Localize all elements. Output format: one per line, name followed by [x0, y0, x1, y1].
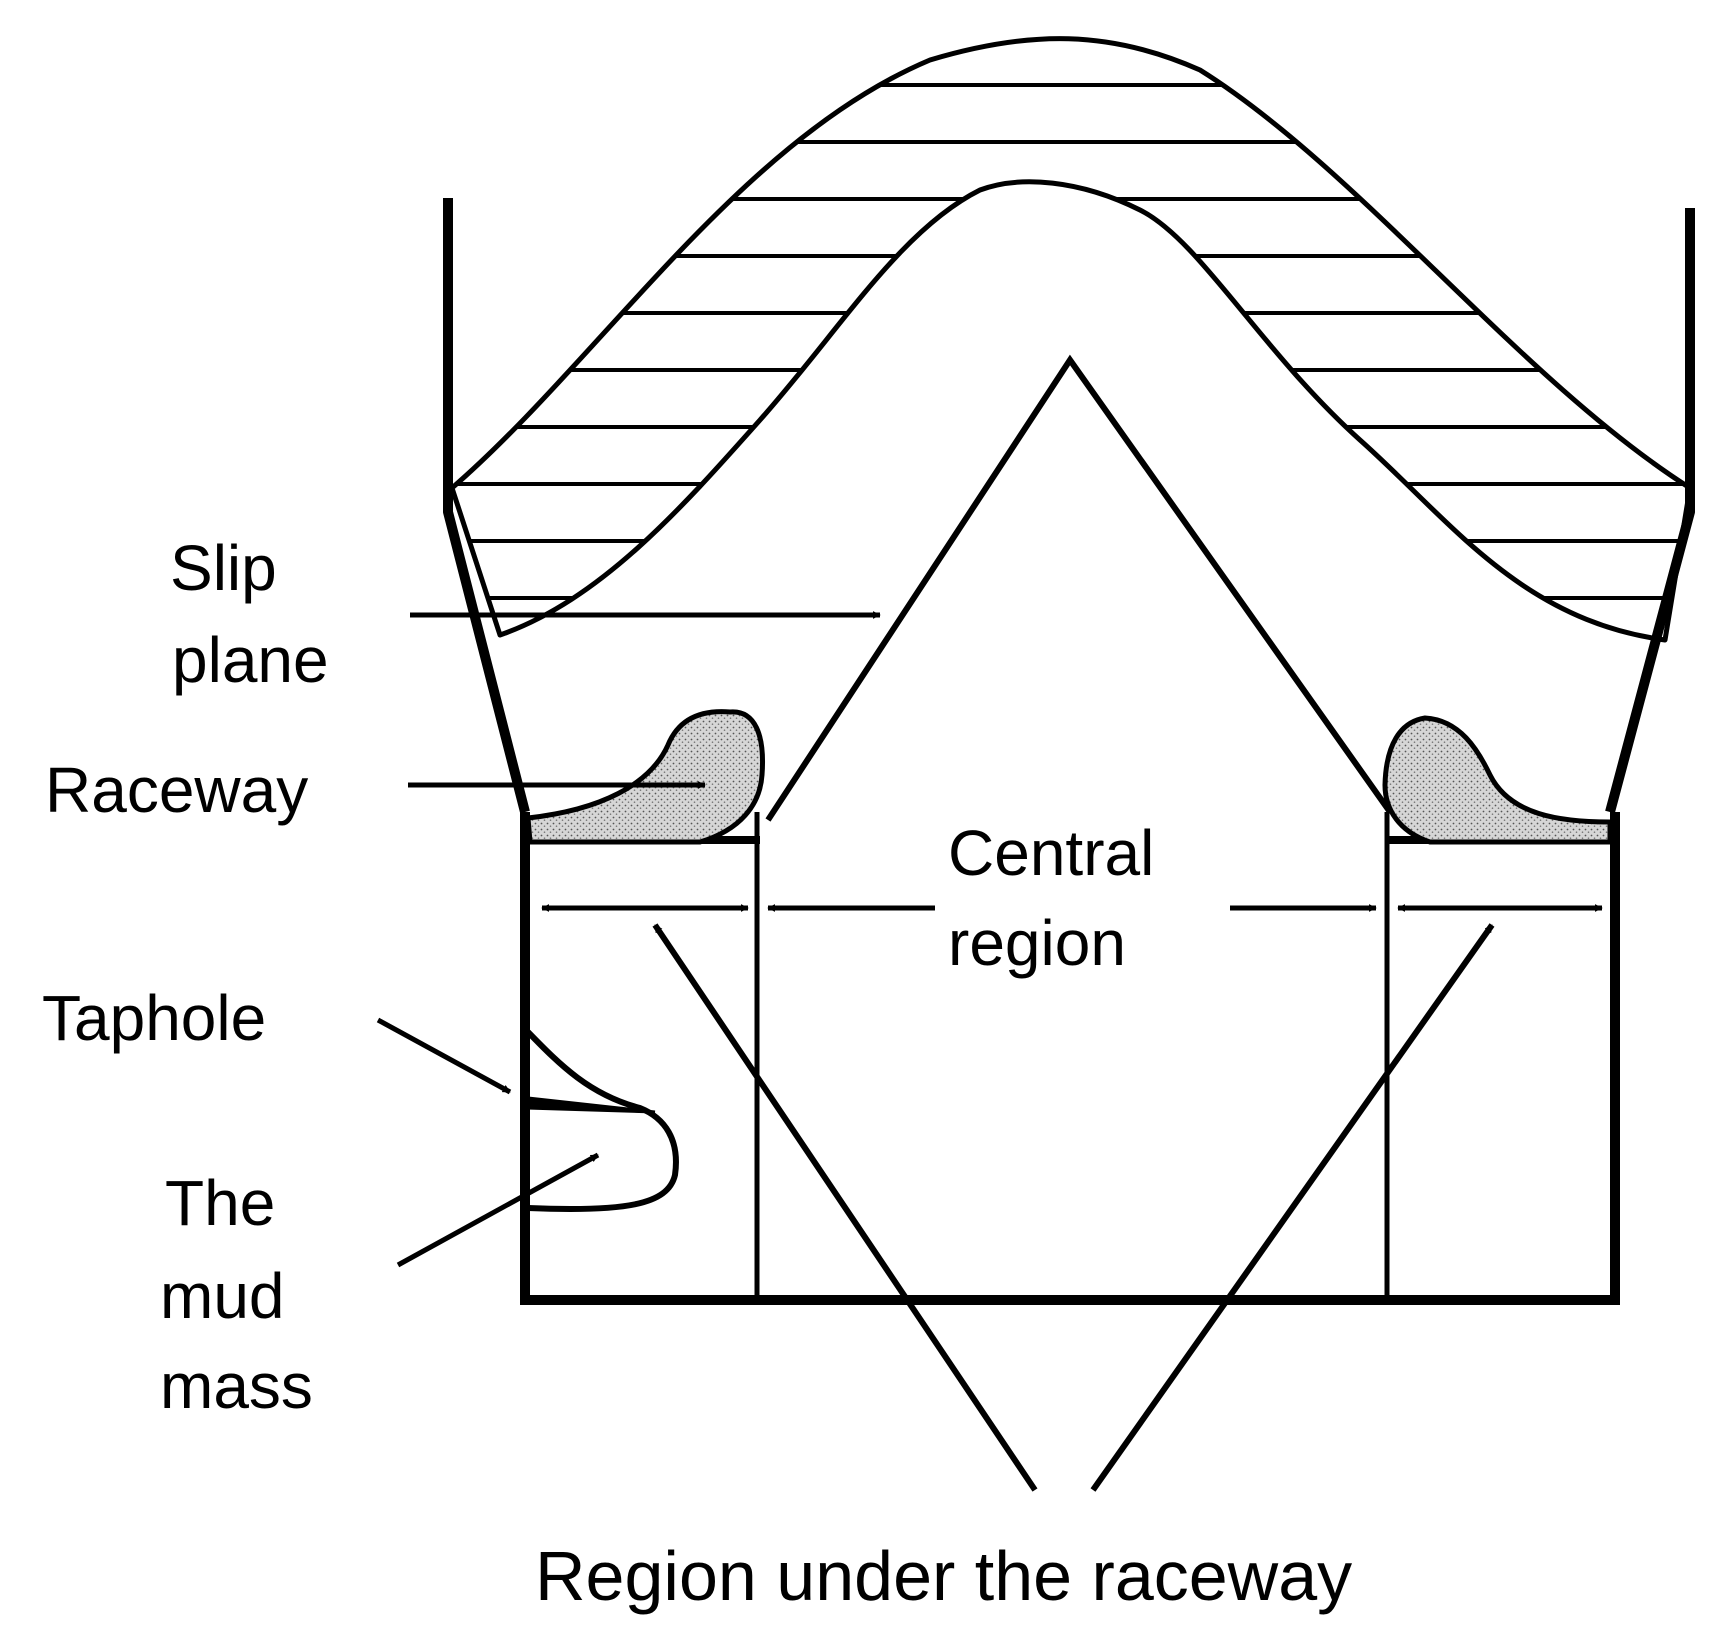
- furnace-wall-left: [443, 198, 530, 814]
- arrow-under-raceway-right: [1090, 923, 1495, 1492]
- hearth-outline: [520, 812, 1620, 1305]
- cohesive-zone-band: [449, 36, 1693, 643]
- arrow-taphole: [376, 1017, 512, 1095]
- raceway-left: [525, 709, 766, 845]
- raceway-right: [1382, 715, 1613, 845]
- deadman-cone: [765, 354, 1393, 822]
- label-raceway: Raceway: [45, 754, 308, 826]
- label-mud-3: mass: [160, 1350, 313, 1422]
- label-taphole: Taphole: [42, 982, 266, 1054]
- label-central-2: region: [948, 907, 1126, 979]
- mud-mass: [525, 1029, 679, 1213]
- furnace-wall-right: [1605, 208, 1695, 814]
- label-mud-1: The: [165, 1167, 275, 1239]
- arrow-under-raceway-left: [652, 923, 1038, 1492]
- label-slip-plane-1: Slip: [170, 532, 277, 604]
- arrow-mud-mass: [396, 1152, 600, 1268]
- label-region-under: Region under the raceway: [535, 1537, 1352, 1615]
- label-central-1: Central: [948, 817, 1154, 889]
- label-mud-2: mud: [160, 1260, 285, 1332]
- label-slip-plane-2: plane: [172, 624, 329, 696]
- taphole: [526, 1096, 656, 1114]
